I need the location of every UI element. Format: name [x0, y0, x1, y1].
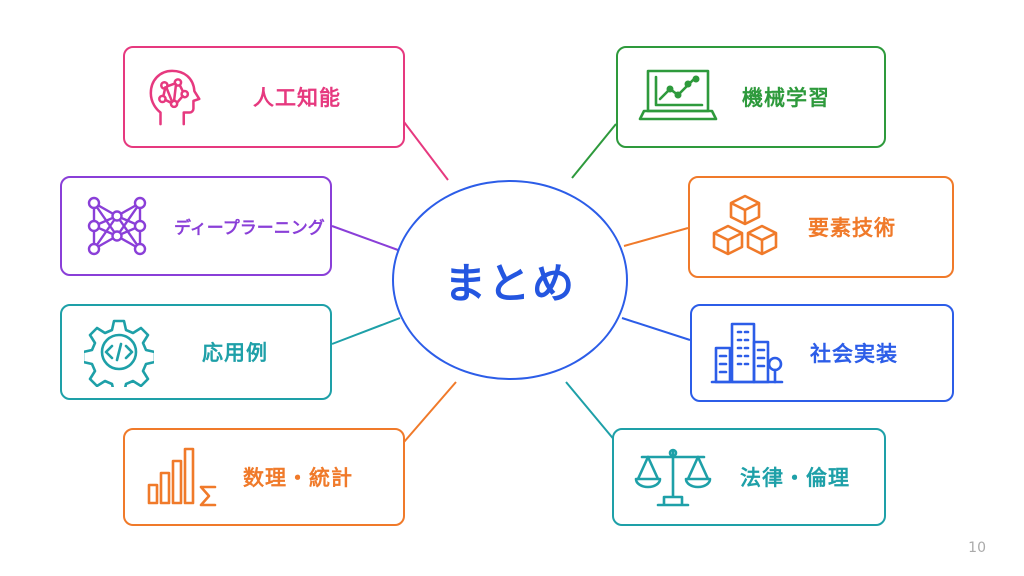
connector-dl	[331, 225, 399, 251]
gear-code-icon	[84, 319, 154, 387]
node-applications-label: 応用例	[202, 341, 268, 365]
connector-law	[565, 381, 617, 443]
node-ai-label: 人工知能	[253, 86, 341, 110]
center-label: まとめ	[443, 258, 576, 308]
connector-ml	[571, 123, 617, 179]
node-deep-learning[interactable]: ディープラーニング	[60, 176, 332, 276]
node-law-ethics-label: 法律・倫理	[740, 466, 850, 490]
scales-icon	[634, 448, 712, 507]
node-machine-learning-label: 機械学習	[742, 86, 830, 110]
connector-tech	[623, 227, 689, 247]
node-law-ethics[interactable]: 法律・倫理	[612, 428, 886, 526]
connector-apps	[331, 317, 401, 345]
page-number: 10	[968, 540, 986, 556]
connector-math	[403, 381, 457, 443]
neural-network-icon	[87, 196, 147, 256]
connector-ai	[403, 121, 449, 181]
connector-society	[621, 317, 691, 341]
brain-network-icon	[149, 69, 201, 126]
node-ai[interactable]: 人工知能	[123, 46, 405, 148]
node-core-technologies[interactable]: 要素技術	[688, 176, 954, 278]
node-deep-learning-label: ディープラーニング	[174, 218, 325, 239]
center-node[interactable]: まとめ	[392, 180, 628, 380]
node-social-implementation-label: 社会実装	[810, 342, 898, 366]
node-core-technologies-label: 要素技術	[808, 216, 896, 240]
cubes-icon	[712, 194, 778, 256]
node-machine-learning[interactable]: 機械学習	[616, 46, 886, 148]
node-math-statistics-label: 数理・統計	[243, 466, 353, 490]
node-social-implementation[interactable]: 社会実装	[690, 304, 954, 402]
laptop-chart-icon	[638, 69, 718, 121]
node-applications[interactable]: 応用例	[60, 304, 332, 400]
buildings-icon	[710, 322, 784, 384]
node-math-statistics[interactable]: 数理・統計	[123, 428, 405, 526]
bar-chart-sigma-icon	[147, 447, 217, 507]
